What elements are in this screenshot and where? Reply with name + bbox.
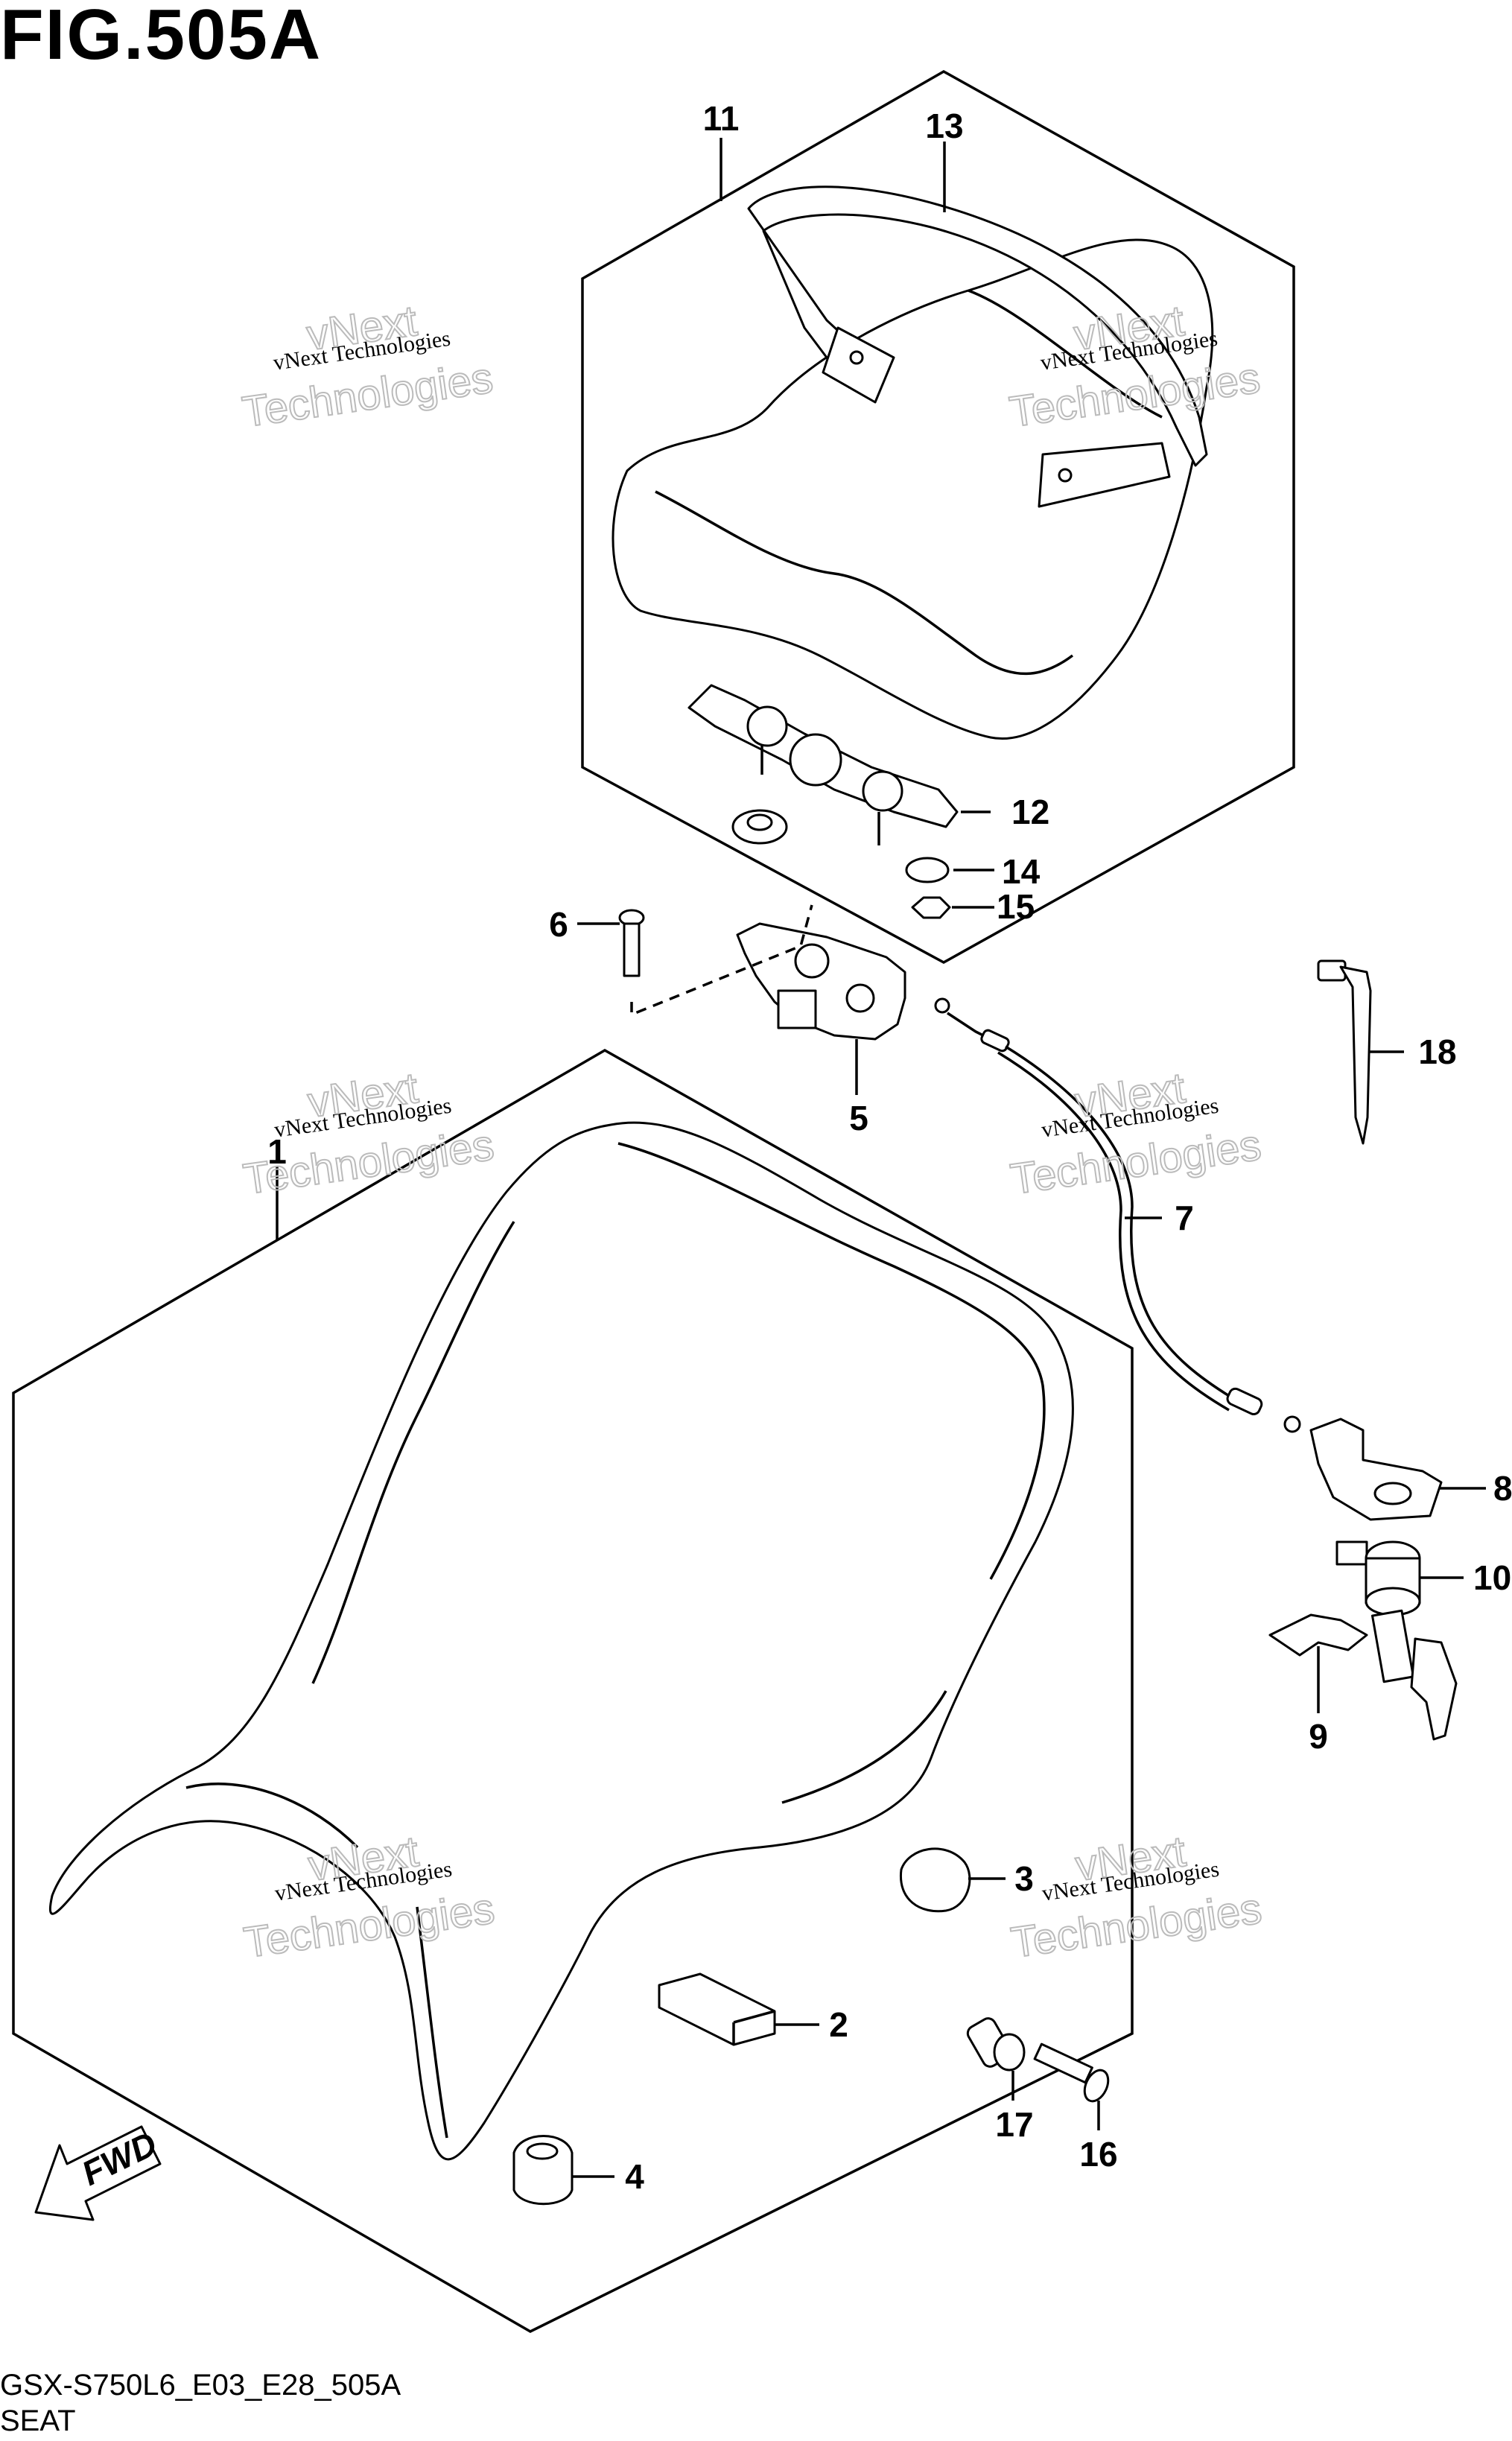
nut-part[interactable] (911, 896, 951, 919)
callout-1: 1 (267, 1132, 287, 1171)
callout-3: 3 (1014, 1859, 1034, 1898)
fwd-arrow-icon: FWD (34, 2124, 163, 2221)
damper-part[interactable] (731, 809, 788, 845)
bracket-part[interactable] (1309, 1418, 1443, 1521)
watermark-top-left: vNext Technologies vNext Technologies (238, 296, 496, 437)
leader-lines (276, 138, 1486, 2178)
callout-11: 11 (703, 99, 740, 138)
callout-2: 2 (829, 2005, 848, 2044)
stopper-part[interactable] (512, 2135, 574, 2206)
hook-bolt-part[interactable] (1317, 959, 1372, 1145)
figure-name: SEAT (0, 2405, 76, 2437)
collar-part[interactable] (965, 2016, 1026, 2072)
front-seat-group-outline (12, 1048, 1134, 2333)
bolt-part[interactable] (618, 909, 645, 977)
callout-7: 7 (1175, 1199, 1194, 1237)
watermark-mid-left: vNext Technologies vNext Technologies (240, 1063, 498, 1204)
callout-17: 17 (995, 2105, 1033, 2144)
rear-seat-group-outline (581, 69, 1295, 964)
front-seat-part[interactable] (48, 1121, 1074, 2161)
release-cable-part[interactable] (934, 997, 1301, 1433)
seat-lock-cylinder-part[interactable] (1335, 1540, 1458, 1741)
callout-6: 6 (549, 905, 568, 944)
callout-5: 5 (849, 1099, 868, 1137)
figure-title: FIG.505A (0, 0, 323, 74)
callout-10: 10 (1473, 1558, 1511, 1597)
grab-handle-part[interactable] (747, 185, 1208, 508)
figure-code: GSX-S750L6_E03_E28_505A (0, 2369, 401, 2402)
callout-14: 14 (1002, 852, 1041, 891)
seat-lock-part[interactable] (736, 922, 906, 1041)
cushion-part[interactable] (899, 1847, 971, 1913)
screw-part[interactable] (1033, 2042, 1113, 2105)
watermark-bottom-right: vNext Technologies vNext Technologies (1007, 1826, 1265, 1968)
callout-4: 4 (625, 2157, 644, 2196)
callout-labels: 11 13 12 14 15 6 5 7 8 10 9 18 1 2 3 4 1… (267, 99, 1512, 2196)
callout-9: 9 (1309, 1717, 1328, 1756)
callout-18: 18 (1418, 1032, 1456, 1071)
clip-part[interactable] (1268, 1613, 1368, 1657)
tape-part[interactable] (658, 1972, 776, 2046)
watermark-mid-right: vNext Technologies vNext Technologies (1007, 1063, 1265, 1204)
washer-part[interactable] (905, 857, 950, 883)
callout-8: 8 (1493, 1469, 1512, 1508)
callout-13: 13 (925, 107, 963, 145)
callout-16: 16 (1079, 2135, 1117, 2174)
callout-12: 12 (1011, 793, 1049, 831)
seat-plate-part[interactable] (687, 684, 959, 845)
callout-15: 15 (997, 887, 1035, 926)
